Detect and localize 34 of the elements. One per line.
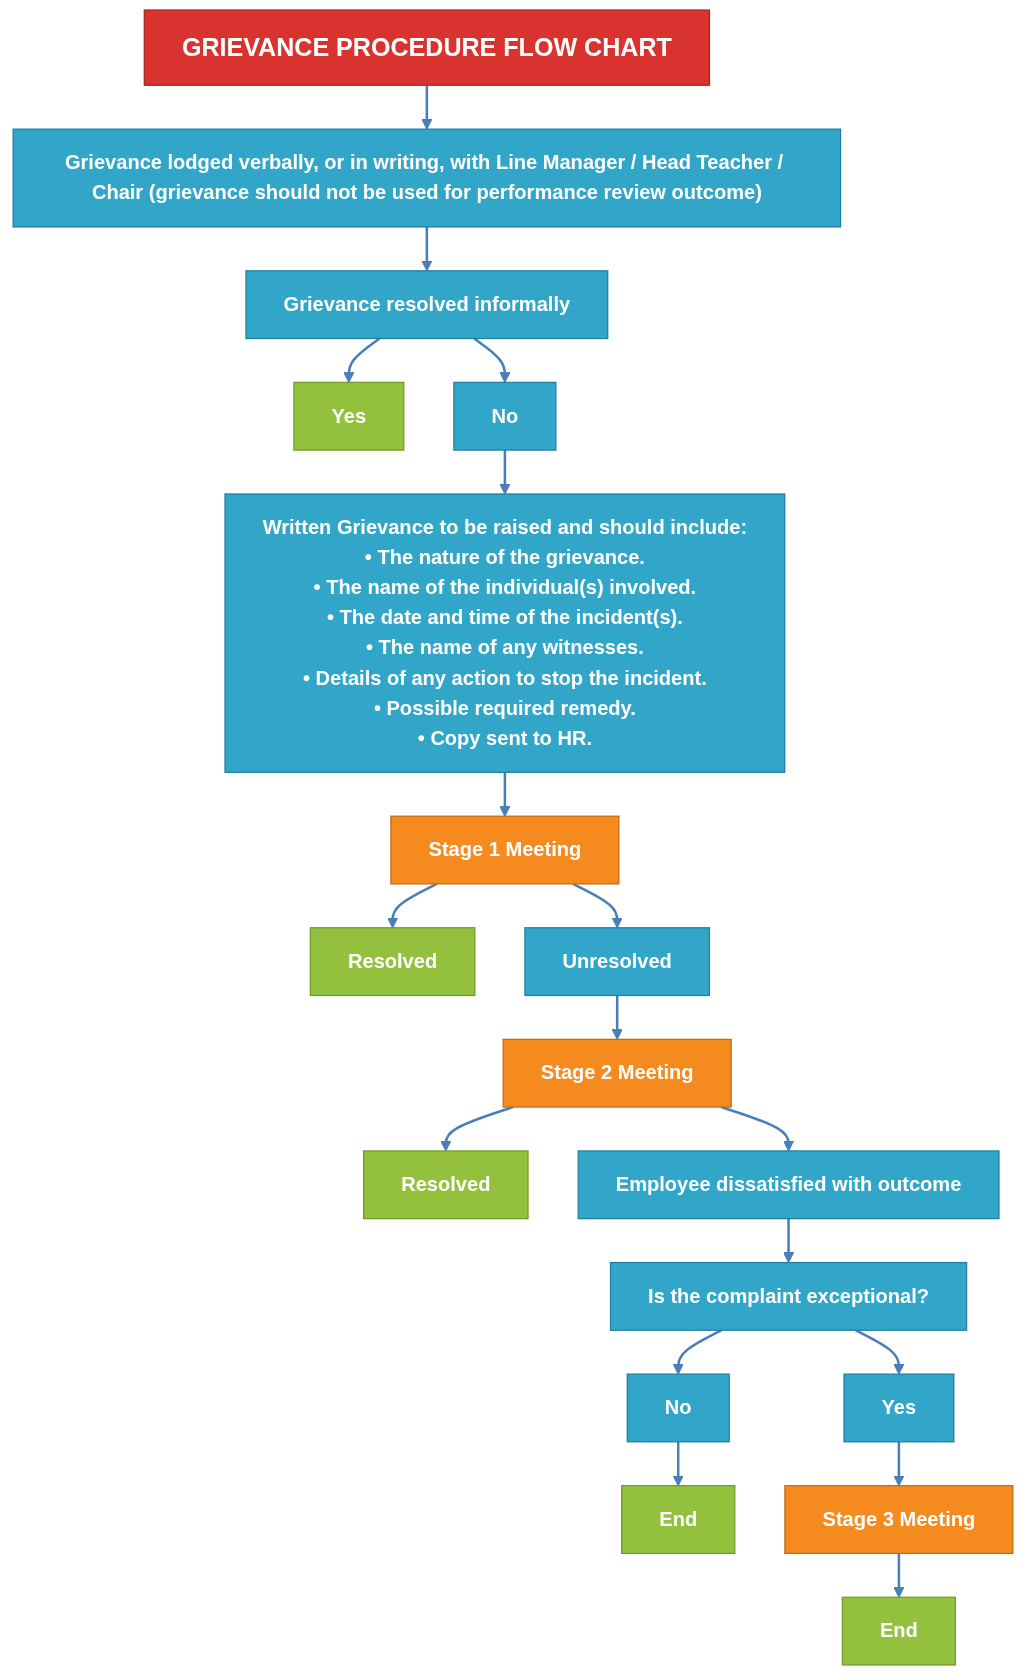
- arrow: [421, 226, 433, 272]
- arrow: [783, 1218, 795, 1263]
- node-box: End: [621, 1485, 736, 1554]
- arrow: [720, 1105, 795, 1152]
- arrow: [611, 995, 623, 1040]
- node-box: Yes: [293, 381, 405, 451]
- arrow: [499, 772, 511, 817]
- node-box: Stage 3 Meeting: [784, 1485, 1014, 1554]
- node-box: Stage 2 Meeting: [502, 1038, 732, 1108]
- arrow: [387, 882, 438, 929]
- node-box: Grievance lodged verbally, or in writing, with Line Manager / Head Teacher / Chair (grievance should not be used for performance review outcome): [12, 128, 842, 228]
- node-box: Grievance resolved informally: [245, 270, 609, 340]
- arrow: [893, 1441, 905, 1487]
- arrow: [672, 1329, 723, 1375]
- node-box: No: [626, 1373, 730, 1443]
- node-box: No: [453, 381, 557, 451]
- node-box: Employee dissatisfied with outcome: [577, 1150, 1000, 1220]
- arrow: [499, 450, 511, 495]
- node-box: Stage 1 Meeting: [390, 815, 620, 885]
- arrow: [343, 337, 381, 383]
- node-box: End: [841, 1596, 957, 1666]
- node-box: Unresolved: [524, 927, 711, 997]
- arrow: [473, 337, 511, 383]
- arrow: [572, 882, 623, 929]
- node-box: Is the complaint exceptional?: [609, 1261, 968, 1331]
- node-box: Yes: [843, 1373, 955, 1443]
- arrow: [893, 1553, 905, 1598]
- node-box: Resolved: [362, 1150, 529, 1220]
- node-box: GRIEVANCE PROCEDURE FLOW CHART: [143, 9, 711, 86]
- node-box: Written Grievance to be raised and should include: • The nature of the grievance. • The name of the individual(s) involved. • The date and time of the incident(s). • The name of any witnesses. • Details of any action to stop the incident. • Possible required remedy. • Copy sent to HR.: [224, 493, 786, 773]
- arrow: [854, 1329, 905, 1375]
- arrow: [672, 1441, 684, 1487]
- arrow: [421, 85, 433, 130]
- node-box: Resolved: [309, 927, 476, 997]
